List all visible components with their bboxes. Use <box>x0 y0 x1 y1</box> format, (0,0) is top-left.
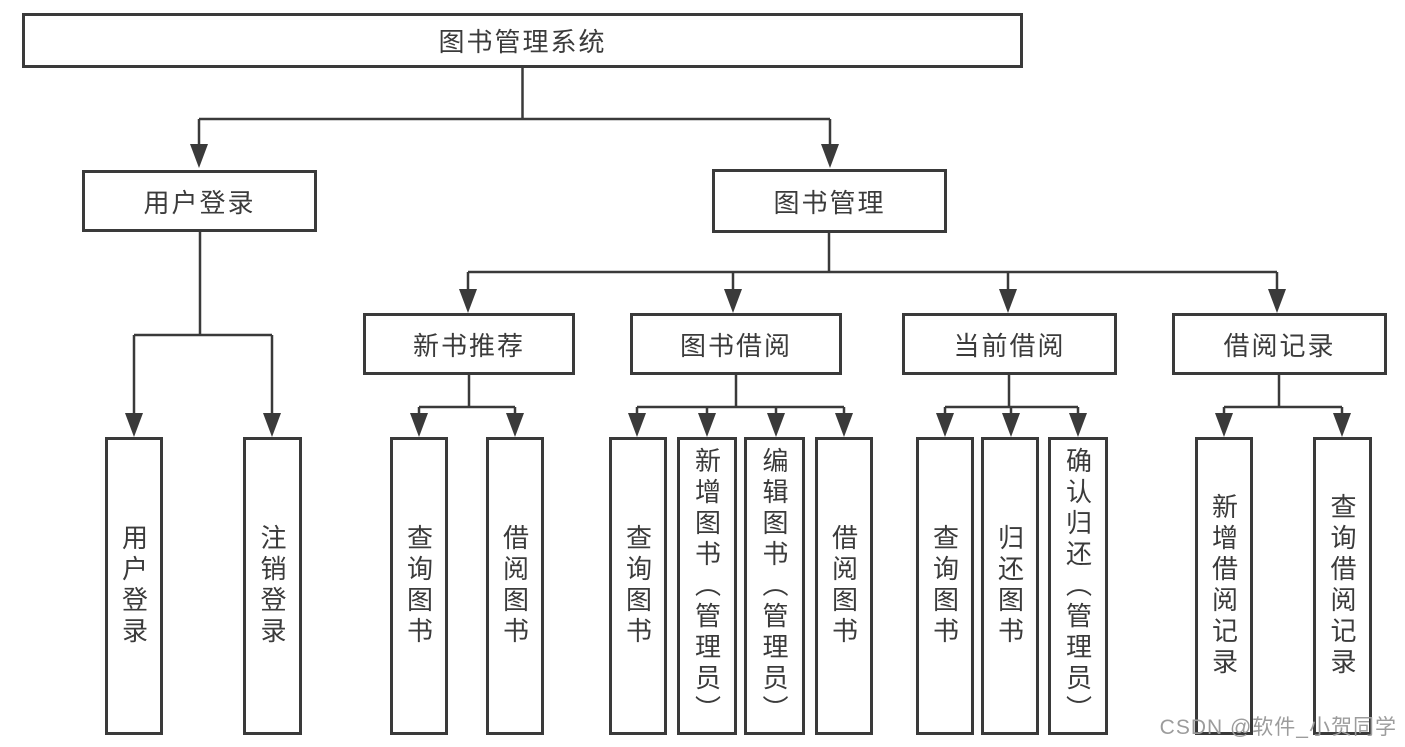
leaf-logout-login: 注销登录 <box>243 437 302 735</box>
leaf-records-add-borrow-record: 新增借阅记录 <box>1195 437 1253 735</box>
arrow-down-icon <box>506 413 524 437</box>
connector-current-borrowing <box>943 375 1080 414</box>
arrow-down-icon <box>821 144 839 168</box>
arrow-down-icon <box>999 289 1017 313</box>
node-borrowing-records: 借阅记录 <box>1172 313 1387 375</box>
connector-user-login <box>132 232 274 414</box>
arrow-down-icon <box>698 413 716 437</box>
leaf-borrowing-borrow-books: 借阅图书 <box>815 437 873 735</box>
leaf-recommend-query-books: 查询图书 <box>390 437 448 735</box>
arrow-down-icon <box>459 289 477 313</box>
arrow-down-icon <box>835 413 853 437</box>
leaf-current-return-books: 归还图书 <box>981 437 1039 735</box>
node-user-login: 用户登录 <box>82 170 317 232</box>
arrow-down-icon <box>1268 289 1286 313</box>
connector-book-borrowing <box>635 375 846 414</box>
connector-new-book-recommend <box>417 375 517 414</box>
connector-root <box>197 68 832 145</box>
arrow-down-icon <box>190 144 208 168</box>
arrow-down-icon <box>936 413 954 437</box>
connector-borrowing-records <box>1222 375 1344 414</box>
leaf-current-query-books: 查询图书 <box>916 437 974 735</box>
node-book-borrowing: 图书借阅 <box>630 313 842 375</box>
arrow-down-icon <box>628 413 646 437</box>
arrow-down-icon <box>263 413 281 437</box>
arrow-down-icon <box>1333 413 1351 437</box>
leaf-records-query-borrow-record: 查询借阅记录 <box>1313 437 1372 735</box>
arrow-down-icon <box>767 413 785 437</box>
node-book-management: 图书管理 <box>712 169 947 233</box>
connector-book-management <box>466 233 1279 290</box>
arrow-down-icon <box>1069 413 1087 437</box>
csdn-watermark: CSDN @软件_小贺同学 <box>1159 716 1397 739</box>
leaf-current-confirm-return-admin: 确认归还（管理员） <box>1048 437 1108 735</box>
node-new-book-recommend: 新书推荐 <box>363 313 575 375</box>
arrowheads <box>125 144 1351 437</box>
arrow-down-icon <box>724 289 742 313</box>
leaf-borrowing-query-books: 查询图书 <box>609 437 667 735</box>
leaf-user-login: 用户登录 <box>105 437 163 735</box>
node-current-borrowing: 当前借阅 <box>902 313 1117 375</box>
arrow-down-icon <box>410 413 428 437</box>
leaf-borrowing-add-books-admin: 新增图书（管理员） <box>677 437 737 735</box>
arrow-down-icon <box>1002 413 1020 437</box>
node-root-library-management-system: 图书管理系统 <box>22 13 1023 68</box>
arrow-down-icon <box>1215 413 1233 437</box>
arrow-down-icon <box>125 413 143 437</box>
leaf-recommend-borrow-books: 借阅图书 <box>486 437 544 735</box>
leaf-borrowing-edit-books-admin: 编辑图书（管理员） <box>744 437 805 735</box>
